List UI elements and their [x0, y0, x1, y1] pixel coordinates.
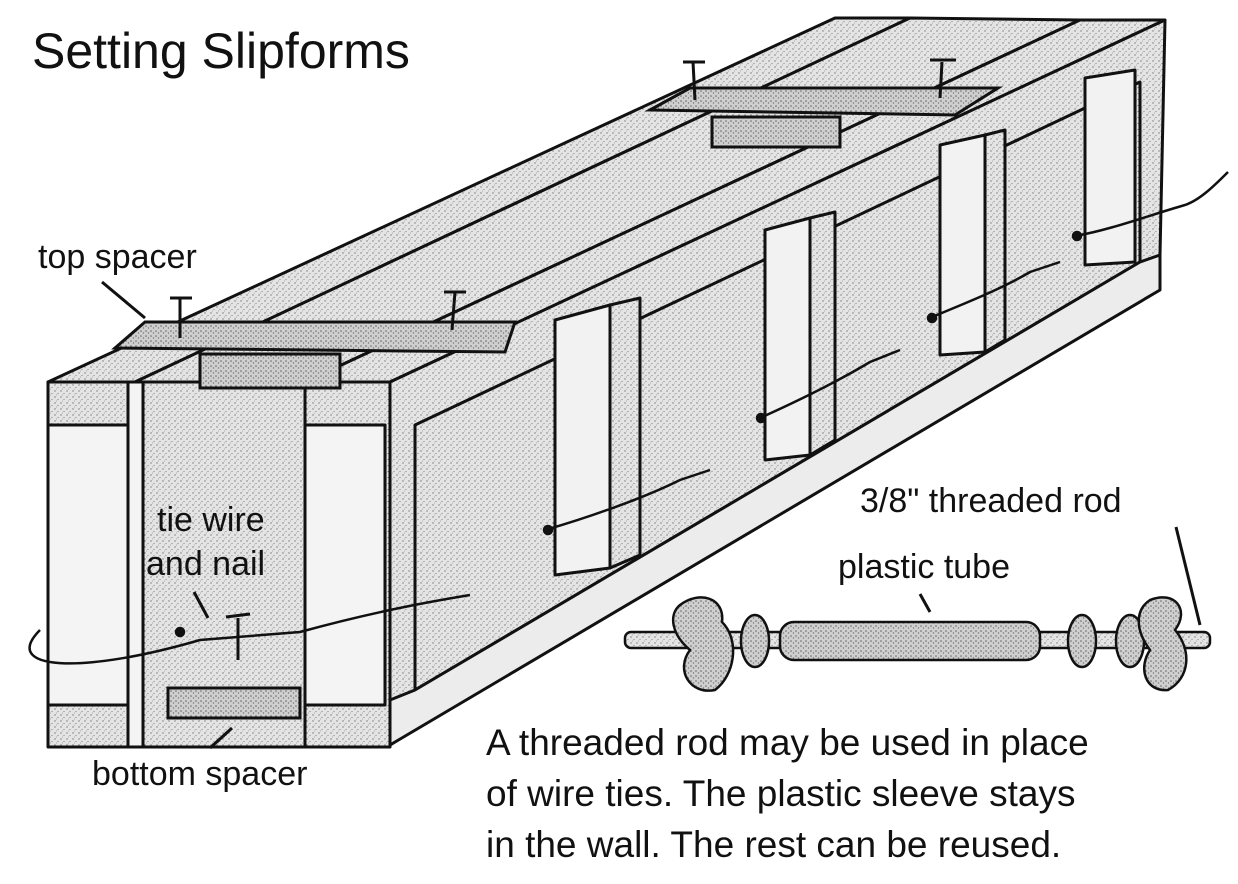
end-cavity — [141, 380, 307, 749]
washer-right — [1066, 613, 1098, 669]
diagram-title: Setting Slipforms — [32, 23, 410, 79]
bottom-spacer-leader — [208, 726, 234, 750]
right-end-inner — [303, 423, 387, 707]
plastic-tube-leader — [918, 593, 932, 613]
stud — [553, 303, 612, 577]
top-spacer-near — [111, 290, 518, 390]
plastic-tube-label: plastic tube — [838, 548, 1010, 586]
note-line-2: of wire ties. The plastic sleeve stays — [486, 773, 1076, 814]
top-spacer-label: top spacer — [38, 238, 197, 276]
threaded-rod-assembly — [623, 596, 1212, 692]
tie-wire — [759, 348, 901, 420]
tie-wire — [28, 593, 471, 665]
threaded-rod-leader — [1174, 526, 1202, 626]
top-spacer-far — [644, 58, 1004, 149]
note-line-3: in the wall. The rest can be reused. — [486, 824, 1061, 865]
plastic-tube — [778, 620, 1042, 662]
tie-wire-label: tie wire — [157, 501, 265, 539]
stud — [983, 128, 1007, 354]
wing-nut-right — [1137, 596, 1188, 692]
washer-left — [739, 613, 771, 669]
stud — [1083, 68, 1137, 267]
wing-nut-left — [671, 596, 735, 692]
tie-wire-label-2: and nail — [146, 545, 265, 583]
tie-wire — [929, 260, 1061, 320]
stud — [808, 210, 837, 457]
stud — [608, 296, 642, 570]
tie-wires — [28, 171, 1229, 665]
left-end-board — [126, 380, 145, 749]
stud — [763, 216, 812, 462]
tie-wire — [1074, 171, 1229, 238]
note-line-1: A threaded rod may be used in place — [486, 722, 1089, 763]
stud — [938, 133, 987, 357]
bottom-spacer — [166, 612, 302, 720]
leader-lines — [101, 280, 1202, 750]
top-spacer-leader — [101, 280, 146, 320]
threaded-rod-label: 3/8" threaded rod — [860, 482, 1122, 520]
tie-wire-leader — [192, 591, 210, 619]
tie-wire — [544, 468, 711, 532]
bottom-spacer-label: bottom spacer — [92, 755, 307, 793]
